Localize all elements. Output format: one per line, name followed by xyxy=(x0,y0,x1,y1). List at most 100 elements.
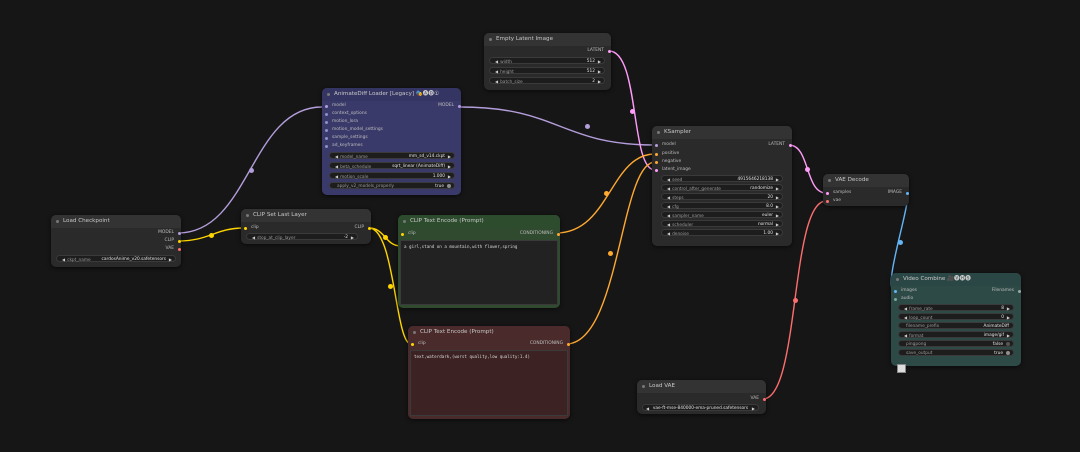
slot-dot-icon[interactable] xyxy=(826,199,829,203)
left-arrow-icon[interactable]: ◀ xyxy=(335,164,339,169)
toggle-knob-icon[interactable] xyxy=(1006,342,1010,347)
slot-dot-icon[interactable] xyxy=(608,49,611,53)
link-midpoint[interactable] xyxy=(629,108,635,114)
slot-dot-icon[interactable] xyxy=(789,143,792,147)
cfg-number[interactable]: ◀cfg 8.0 ▶ xyxy=(661,202,783,210)
input-slot-negative[interactable]: negative xyxy=(655,159,681,165)
control-after-generate-combo[interactable]: ◀control_after_generate randomize ▶ xyxy=(661,184,783,192)
input-slot-audio[interactable]: audio xyxy=(894,296,913,302)
save-output-toggle[interactable]: save_output true xyxy=(898,349,1014,356)
seed-number[interactable]: ◀seed 491564621813​8 ▶ xyxy=(661,175,783,183)
left-arrow-icon[interactable]: ◀ xyxy=(667,186,671,191)
link-midpoint[interactable] xyxy=(248,167,254,173)
slot-dot-icon[interactable] xyxy=(557,232,560,236)
slot-dot-icon[interactable] xyxy=(178,247,181,251)
node-title[interactable]: CLIP Text Encode (Prompt) xyxy=(398,215,560,228)
clip-text-encode-negative-node[interactable]: CLIP Text Encode (Prompt) clip CONDITION… xyxy=(408,326,570,419)
slot-dot-icon[interactable] xyxy=(368,226,371,230)
apply-v2-models-properly-toggle[interactable]: apply_v2_models_properly true xyxy=(329,182,455,189)
slot-dot-icon[interactable] xyxy=(325,128,328,132)
left-arrow-icon[interactable]: ◀ xyxy=(646,406,650,411)
left-arrow-icon[interactable]: ◀ xyxy=(252,235,256,240)
input-slot-positive[interactable]: positive xyxy=(655,151,679,157)
slot-dot-icon[interactable] xyxy=(1018,289,1021,293)
frame-rate-number[interactable]: ◀frame_rate 8 ▶ xyxy=(898,304,1014,312)
node-title[interactable]: Load Checkpoint xyxy=(51,215,181,228)
slot-dot-icon[interactable] xyxy=(826,191,829,195)
slot-dot-icon[interactable] xyxy=(655,168,658,172)
right-arrow-icon[interactable]: ▶ xyxy=(751,406,755,411)
output-slot-conditioning[interactable]: CONDITIONING xyxy=(520,231,560,237)
load-checkpoint-node[interactable]: Load Checkpoint MODEL CLIP VAE ◀ckpt_nam… xyxy=(51,215,181,267)
collapse-dot-icon[interactable] xyxy=(489,38,492,41)
slot-dot-icon[interactable] xyxy=(325,112,328,116)
slot-dot-icon[interactable] xyxy=(325,144,328,148)
slot-dot-icon[interactable] xyxy=(655,152,658,156)
vae-name-combo[interactable]: ◀ vae-ft-mse-840000-ema-pruned.safetenso… xyxy=(642,404,759,411)
left-arrow-icon[interactable]: ◀ xyxy=(904,306,908,311)
left-arrow-icon[interactable]: ◀ xyxy=(667,177,671,182)
link-midpoint[interactable] xyxy=(792,297,798,303)
height-number[interactable]: ◀height 512 ▶ xyxy=(489,67,605,75)
slot-dot-icon[interactable] xyxy=(325,104,328,108)
node-title[interactable]: Video Combine 🎥🅥🅗🅢 xyxy=(891,273,1021,286)
load-vae-node[interactable]: Load VAE VAE ◀ vae-ft-mse-840000-ema-pru… xyxy=(637,380,766,414)
loop-count-number[interactable]: ◀loop_count 0 ▶ xyxy=(898,313,1014,321)
input-slot-images[interactable]: images xyxy=(894,288,917,294)
left-arrow-icon[interactable]: ◀ xyxy=(667,195,671,200)
slot-dot-icon[interactable] xyxy=(906,191,909,195)
collapse-dot-icon[interactable] xyxy=(896,278,899,281)
right-arrow-icon[interactable]: ▶ xyxy=(597,79,601,84)
input-slot-vae[interactable]: vae xyxy=(826,198,841,204)
input-slot-sample-settings[interactable]: sample_settings xyxy=(325,135,368,141)
node-title[interactable]: Empty Latent Image xyxy=(484,33,611,46)
slot-dot-icon[interactable] xyxy=(325,120,328,124)
node-title[interactable]: Load VAE xyxy=(637,380,766,393)
node-title[interactable]: CLIP Set Last Layer xyxy=(241,209,371,222)
link-midpoint[interactable] xyxy=(607,250,613,256)
slot-dot-icon[interactable] xyxy=(178,239,181,243)
left-arrow-icon[interactable]: ◀ xyxy=(335,174,339,179)
input-slot-context-options[interactable]: context_options xyxy=(325,111,367,117)
slot-dot-icon[interactable] xyxy=(894,297,897,301)
slot-dot-icon[interactable] xyxy=(178,231,181,235)
right-arrow-icon[interactable]: ▶ xyxy=(775,195,779,200)
slot-dot-icon[interactable] xyxy=(763,397,766,401)
slot-dot-icon[interactable] xyxy=(244,226,247,230)
right-arrow-icon[interactable]: ▶ xyxy=(447,164,451,169)
right-arrow-icon[interactable]: ▶ xyxy=(447,154,451,159)
collapse-dot-icon[interactable] xyxy=(642,385,645,388)
output-slot-vae[interactable]: VAE xyxy=(166,246,181,252)
right-arrow-icon[interactable]: ▶ xyxy=(350,235,354,240)
right-arrow-icon[interactable]: ▶ xyxy=(775,186,779,191)
slot-dot-icon[interactable] xyxy=(655,143,658,147)
output-slot-image[interactable]: IMAGE xyxy=(888,190,909,196)
input-slot-clip[interactable]: clip xyxy=(401,231,416,237)
left-arrow-icon[interactable]: ◀ xyxy=(62,257,66,262)
pingpong-toggle[interactable]: pingpong false xyxy=(898,340,1014,347)
right-arrow-icon[interactable]: ▶ xyxy=(775,204,779,209)
steps-number[interactable]: ◀steps 20 ▶ xyxy=(661,193,783,201)
left-arrow-icon[interactable]: ◀ xyxy=(667,222,671,227)
output-slot-model[interactable]: MODEL xyxy=(438,103,461,109)
left-arrow-icon[interactable]: ◀ xyxy=(667,204,671,209)
format-combo[interactable]: ◀format image/gif ▶ xyxy=(898,331,1014,339)
toggle-knob-icon[interactable] xyxy=(1006,351,1010,356)
left-arrow-icon[interactable]: ◀ xyxy=(904,315,908,320)
right-arrow-icon[interactable]: ▶ xyxy=(1006,315,1010,320)
ksampler-node[interactable]: KSampler model positive negative latent_… xyxy=(652,126,792,246)
output-slot-filenames[interactable]: Filenames xyxy=(992,288,1021,294)
filename-prefix-text[interactable]: filename_prefix AnimateDiff xyxy=(898,322,1014,329)
link-midpoint[interactable] xyxy=(584,123,590,129)
node-title[interactable]: KSampler xyxy=(652,126,792,139)
animatediff-loader-node[interactable]: AnimateDiff Loader [Legacy] 🎭🅐🅓① model c… xyxy=(322,88,461,195)
scheduler-combo[interactable]: ◀scheduler normal ▶ xyxy=(661,220,783,228)
link-midpoint[interactable] xyxy=(382,234,388,240)
left-arrow-icon[interactable]: ◀ xyxy=(667,231,671,236)
input-slot-model[interactable]: model xyxy=(655,142,676,148)
output-slot-model[interactable]: MODEL xyxy=(158,230,181,236)
right-arrow-icon[interactable]: ▶ xyxy=(1006,333,1010,338)
denoise-number[interactable]: ◀denoise 1.00 ▶ xyxy=(661,229,783,237)
beta-schedule-combo[interactable]: ◀beta_schedule sqrt_linear (AnimateDiff)… xyxy=(329,162,455,170)
collapse-dot-icon[interactable] xyxy=(246,214,249,217)
